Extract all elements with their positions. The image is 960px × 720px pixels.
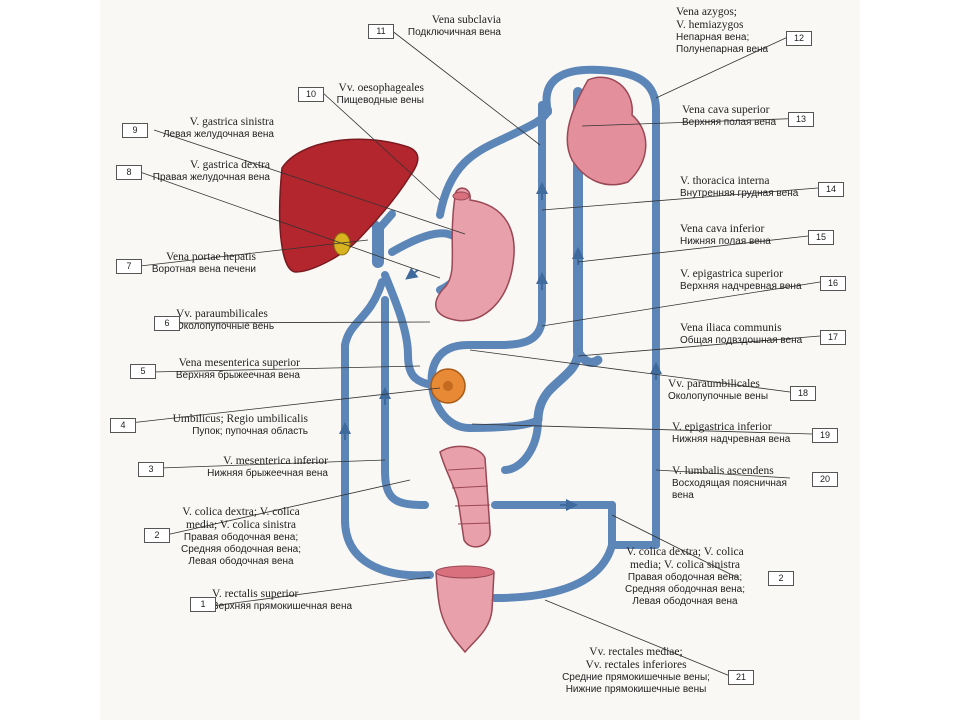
stomach — [435, 187, 515, 322]
label-13-number: 13 — [788, 112, 814, 127]
label-7-number: 7 — [116, 259, 142, 274]
superior-rectal-vein — [341, 516, 434, 580]
colon — [439, 445, 491, 548]
label-4-number: 4 — [110, 418, 136, 433]
leader-line-15 — [577, 235, 809, 263]
oesophagus-opening — [452, 191, 470, 201]
label-18-number: 18 — [790, 386, 816, 401]
label-1-number: 1 — [190, 597, 216, 612]
paraumbilical-vein-to-portal — [381, 271, 436, 389]
label-10-number: 10 — [298, 87, 324, 102]
leader-line-5 — [151, 365, 421, 373]
label-16-number: 16 — [820, 276, 846, 291]
colon-segments — [447, 467, 491, 525]
label-15-number: 15 — [808, 230, 834, 245]
leader-line-7 — [139, 239, 369, 267]
leader-line-13 — [581, 117, 811, 127]
leader-line-4 — [129, 387, 441, 424]
iliac-to-inferior — [501, 416, 542, 474]
leader-line-9 — [153, 129, 466, 235]
heart — [566, 76, 647, 186]
label-3-number: 3 — [138, 462, 164, 477]
label-2-left-number: 2 — [144, 528, 170, 543]
flow-arrow — [405, 267, 419, 280]
liver — [278, 138, 419, 273]
label-2-right-number: 2 — [768, 571, 794, 586]
leader-line-2 — [165, 479, 411, 536]
inferior-mesenteric-vein — [381, 296, 429, 509]
label-14-number: 14 — [818, 182, 844, 197]
label-2-right: V. colica dextra; V. colica media; V. co… — [624, 546, 745, 607]
label-11-number: 11 — [368, 24, 394, 39]
leader-line-11 — [390, 29, 541, 146]
leader-line-21 — [544, 599, 731, 677]
label-2-left: V. colica dextra; V. colica media; V. co… — [180, 506, 301, 567]
leader-line-10 — [321, 91, 441, 201]
leader-line-20 — [655, 469, 791, 479]
leader-line-14 — [541, 187, 819, 211]
superior-epigastric-vein — [466, 316, 546, 349]
leader-line-18 — [469, 349, 791, 393]
label-6-number: 6 — [154, 316, 180, 331]
label-8-number: 8 — [116, 165, 142, 180]
label-12-number: 12 — [786, 31, 812, 46]
middle-inferior-rectal-veins — [491, 541, 616, 602]
rectum — [435, 566, 495, 654]
umbilicus-center — [443, 381, 453, 391]
leader-line-19 — [471, 423, 813, 435]
leader-line-8 — [139, 171, 441, 279]
label-17-number: 17 — [820, 330, 846, 345]
leader-line-3 — [159, 459, 386, 469]
rectum-opening — [435, 565, 495, 579]
leader-line-2r — [611, 514, 739, 579]
leader-line-17 — [577, 335, 821, 357]
azygos-vein — [542, 65, 660, 349]
leader-line-12 — [655, 35, 791, 99]
leader-line-1 — [211, 576, 431, 607]
leader-line-6 — [175, 321, 431, 324]
label-21: Vv. rectales mediae; Vv. rectales inferi… — [562, 646, 710, 695]
common-iliac-vein — [533, 347, 583, 425]
label-19-number: 19 — [812, 428, 838, 443]
label-21-number: 21 — [728, 670, 754, 685]
common-iliac-vein-right — [573, 347, 603, 367]
leader-line-16 — [541, 281, 821, 327]
label-9-number: 9 — [122, 123, 148, 138]
label-5-number: 5 — [130, 364, 156, 379]
superior-mesenteric-vein — [341, 278, 386, 524]
label-20-number: 20 — [812, 472, 838, 487]
